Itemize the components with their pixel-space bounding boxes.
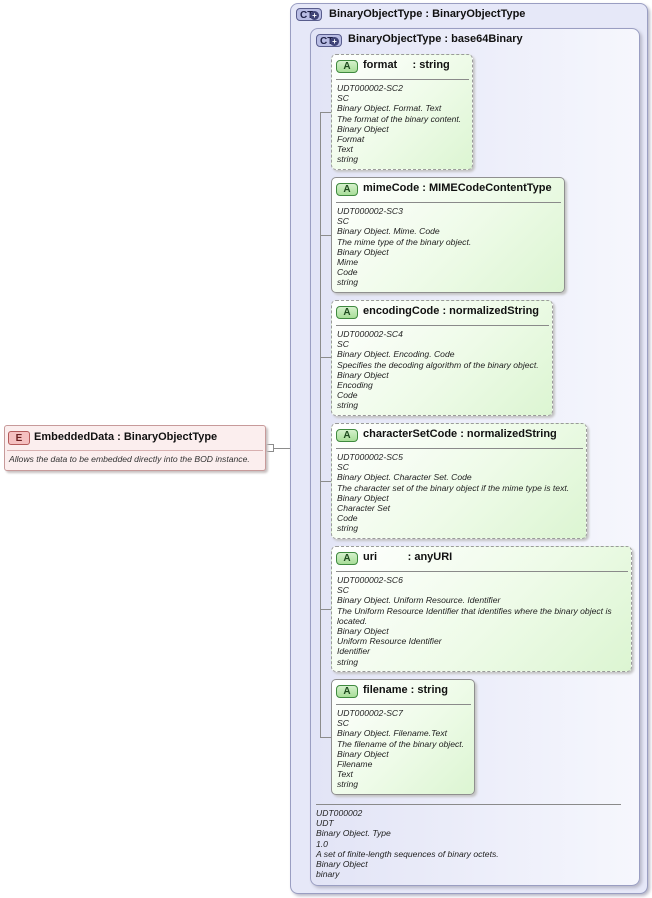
attribute-title: characterSetCode : normalizedString: [363, 428, 557, 440]
attribute-title: format : string: [363, 59, 450, 71]
attribute-icon: A: [336, 60, 358, 73]
connector-line: [320, 357, 332, 358]
connector-line: [320, 112, 332, 113]
connector-line: [320, 235, 332, 236]
connector-line: [266, 448, 290, 449]
outer-type-title: BinaryObjectType : BinaryObjectType: [329, 8, 526, 20]
connector-line: [320, 737, 332, 738]
attribute-icon: A: [336, 685, 358, 698]
attribute-title: filename : string: [363, 684, 448, 696]
attribute-icon: A: [336, 552, 358, 565]
attribute-icon: A: [336, 306, 358, 319]
separator: [336, 79, 469, 80]
connector-line: [320, 112, 321, 737]
element-title: EmbeddedData : BinaryObjectType: [34, 431, 218, 443]
attribute-title: encodingCode : normalizedString: [363, 305, 540, 317]
attribute-encodingcode[interactable]: A encodingCode : normalizedString UDT000…: [331, 300, 553, 416]
connector-line: [320, 609, 332, 610]
separator: [336, 202, 561, 203]
attribute-icon: A: [336, 429, 358, 442]
complex-type-icon: CT+: [316, 34, 342, 47]
separator: [336, 448, 583, 449]
element-icon: E: [8, 431, 30, 445]
separator: [316, 804, 621, 805]
separator: [336, 704, 471, 705]
element-embeddeddata[interactable]: E EmbeddedData : BinaryObjectType Allows…: [4, 425, 266, 471]
attribute-icon: A: [336, 183, 358, 196]
inner-type-title: BinaryObjectType : base64Binary: [348, 33, 523, 45]
attribute-title: uri : anyURI: [363, 551, 453, 563]
attribute-mimecode[interactable]: A mimeCode : MIMECodeContentType UDT0000…: [331, 177, 565, 293]
separator: [336, 571, 628, 572]
separator: [7, 450, 263, 451]
attribute-charactersetcode[interactable]: A characterSetCode : normalizedString UD…: [331, 423, 587, 539]
attribute-title: mimeCode : MIMECodeContentType: [363, 182, 552, 194]
connector-line: [320, 481, 332, 482]
collapse-toggle[interactable]: [266, 444, 274, 452]
complex-type-icon: CT+: [296, 8, 322, 21]
element-doc: Allows the data to be embedded directly …: [9, 454, 250, 464]
separator: [336, 325, 549, 326]
